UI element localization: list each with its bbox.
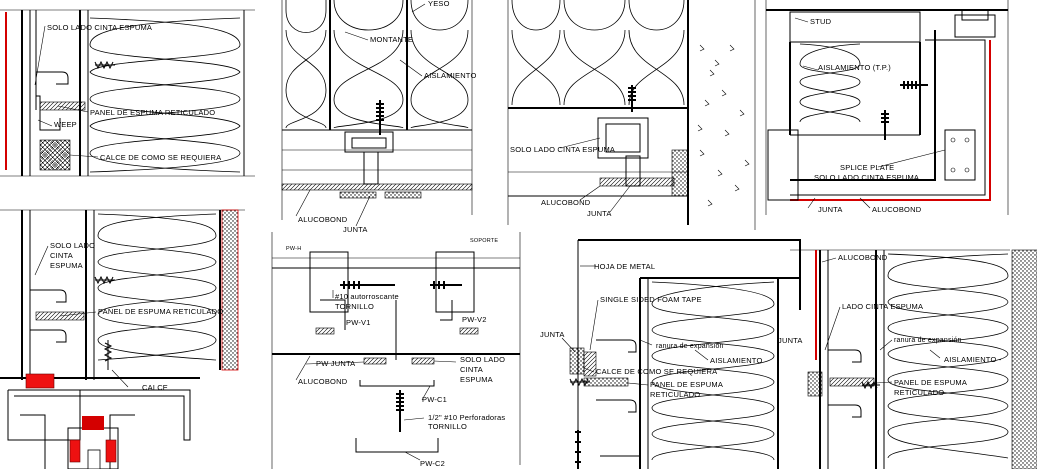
label-panel-espuma-reticulado: PANEL DE ESPUMA RETICULADO [90,108,215,117]
splice-plate [944,129,976,181]
label-solo-lado-cinta-espuma: SOLO LADO CINTA ESPUMA [510,145,615,154]
label-pw-v1: PW-V1 [346,318,371,327]
label-cinta: CINTA [50,251,73,260]
detail-8: ALUCOBOND LADO CINTA ESPUMA ranura de ex… [790,249,1037,469]
label-alucobond: ALUCOBOND [838,253,888,262]
label-yeso: YESO [428,0,450,8]
label-panel-de-espuma: PANEL DE ESPUMA [894,378,967,387]
label-autorroscante: #10 autorroscante [335,292,399,301]
label-pw-v2: PW-V2 [462,315,487,324]
label-panel-espuma-reticulado: PANEL DE ESPUMA RETICULADO [98,307,223,316]
label-pw-c2: PW-C2 [420,459,445,468]
label-weep: WEEP [54,120,77,129]
label-solo-lado-cinta-espuma: SOLO LADO CINTA ESPUMA [814,173,919,182]
label-junta: JUNTA [343,225,368,234]
label-stud: STUD [810,17,832,26]
label-reticulado: RETICULADO [650,390,700,399]
detail-1: SOLO LADO CINTA ESPUMA PANEL DE ESPUMA R… [0,9,255,177]
label-tornillo: TORNILLO [335,302,374,311]
label-alucobond: ALUCOBOND [872,205,922,214]
label-solo-lado-cinta-espuma: SOLO LADO CINTA ESPUMA [47,23,152,32]
label-reticulado: RETICULADO [894,388,944,397]
label-soporte: SOPORTE [470,238,498,244]
label-junta: JUNTA [587,209,612,218]
label-panel-de-espuma: PANEL DE ESPUMA [650,380,723,389]
gasket-red [25,373,55,389]
label-tornillo-2: TORNILLO [428,422,467,431]
insulation-batts [285,0,469,129]
label-perforadoras: 1/2" #10 Perforadoras [428,413,505,422]
label-lado-cinta-espuma: LADO CINTA ESPUMA [842,302,923,311]
label-hoja-de-metal: HOJA DE METAL [594,262,655,271]
detail-5: SOLO LADO CINTA ESPUMA PANEL DE ESPUMA R… [0,209,245,469]
label-alucobond: ALUCOBOND [541,198,591,207]
label-pw-c1: PW-C1 [422,395,447,404]
concrete-marks [697,44,750,207]
label-calce: CALCE [142,383,168,392]
label-aislamiento: AISLAMIENTO [710,356,763,365]
label-junta-2: JUNTA [778,336,803,345]
detail-2: YESO MONTANTE AISLAMIENTO ALUCOBOND JUNT… [281,0,498,244]
detail-7: HOJA DE METAL SINGLE SIDED FOAM TAPE JUN… [540,239,803,469]
label-alucobond: ALUCOBOND [298,215,348,224]
label-junta: JUNTA [818,205,843,214]
label-espuma: ESPUMA [460,375,493,384]
label-espuma: ESPUMA [50,261,83,270]
foam-tape [39,101,86,111]
label-pw-junta: PW JUNTA [316,359,355,368]
label-splice-plate: SPLICE PLATE [840,163,894,172]
alucobond-panel [281,183,473,191]
label-single-sided-foam-tape: SINGLE SIDED FOAM TAPE [600,295,702,304]
detail-4: STUD AISLAMIENTO (T.P.) SPLICE PLATE SOL… [765,0,1009,215]
label-solo-lado: SOLO LADO [460,355,505,364]
label-cinta: CINTA [460,365,483,374]
detail-3: SOLO LADO CINTA ESPUMA ALUCOBOND JUNTA [507,0,756,230]
label-junta: JUNTA [540,330,565,339]
label-pw-h: PW-H [286,246,301,252]
label-calce: CALCE DE COMO SE REQUIERA [596,367,717,376]
label-ranura-de-expansion: ranura de expansión [656,343,724,350]
foam-tape [599,177,675,187]
label-aislamiento-tp: AISLAMIENTO (T.P.) [818,63,891,72]
label-solo-lado: SOLO LADO [50,241,95,250]
label-montante: MONTANTE [370,35,413,44]
insulation-batt [89,17,241,173]
detail-6: PW-H #10 autorroscante TORNILLO PW-V1 PW… [271,232,521,469]
label-alucobond: ALUCOBOND [298,377,348,386]
label-aislamiento: AISLAMIENTO - [944,355,1002,364]
label-ranura-de-expansion: ranura de expansión [894,337,962,344]
label-aislamiento: AISLAMIENTO [424,71,477,80]
label-calce: CALCE DE COMO SE REQUIERA [100,153,221,162]
